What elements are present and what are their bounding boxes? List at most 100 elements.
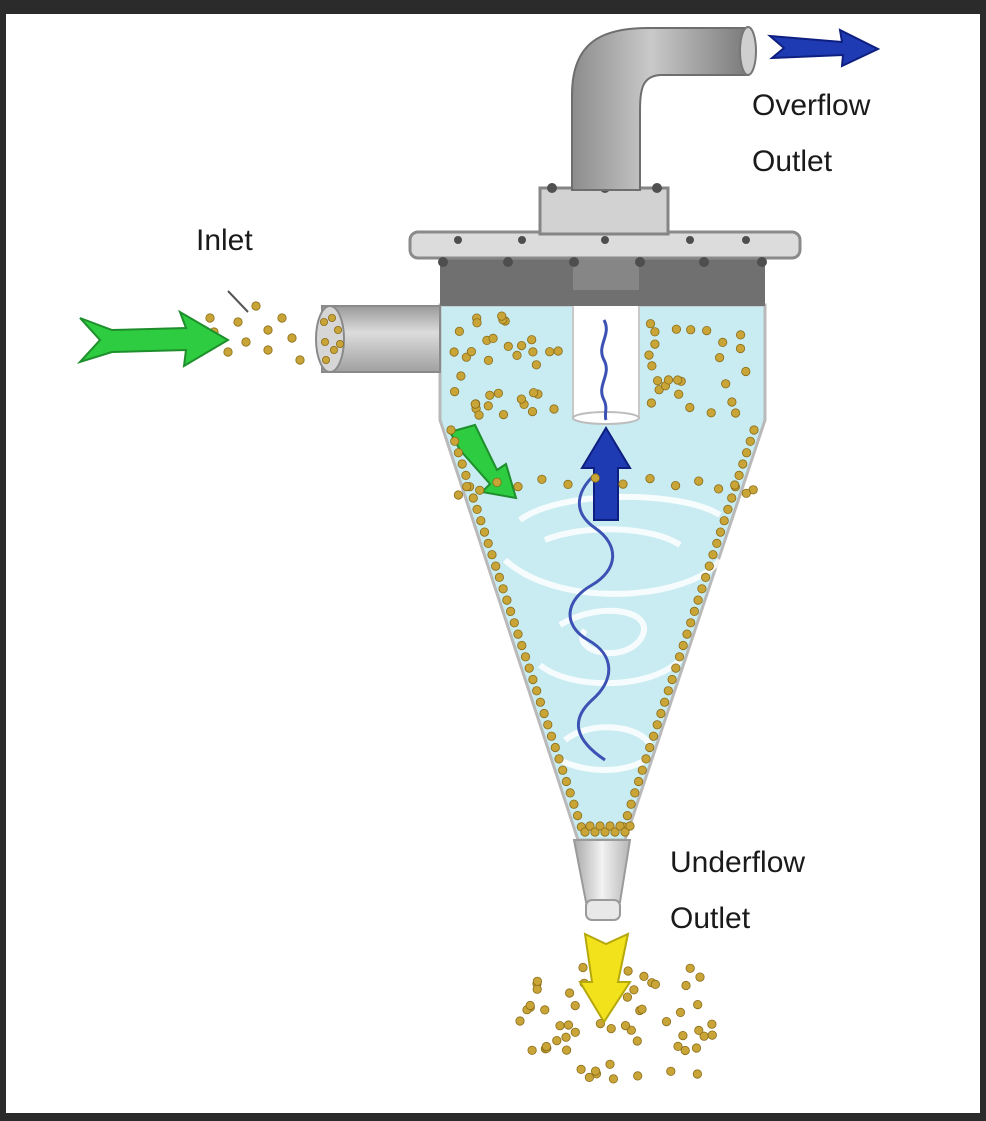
particle-dot [527,406,538,417]
particle-dot [492,477,502,487]
particle-dot [578,962,588,973]
particle-dot [513,481,523,492]
particle-dot [645,742,655,753]
particle-dot [605,1059,615,1069]
particle-dot [671,324,682,334]
particle-dot [645,319,656,329]
particle-dot [546,731,557,741]
overflow-wave [600,319,608,421]
particle-dot [639,971,649,982]
particle-dot [472,504,482,514]
particle-dot [632,1036,642,1046]
blue-arrow-icon [767,28,881,68]
particle-dot [625,821,635,831]
particle-dot [528,347,538,357]
particle-dot [537,474,547,484]
blue-arrow-icon [580,426,632,521]
particle-dot [707,1019,717,1029]
particle-dot [487,550,497,560]
particle-dot [645,473,655,484]
particle-dot [695,972,705,982]
particle-dot [745,436,755,446]
particle-dot [483,355,494,365]
particle-dot [453,448,463,458]
particle-dot [585,821,595,831]
particle-dot [650,327,660,337]
particle-dot [531,360,542,370]
particle-dot [671,663,681,673]
particle-dot [673,1041,683,1052]
particle-dot [525,1000,535,1011]
particle-dot [205,313,215,323]
particle-dot [223,347,233,357]
particle-dot [667,674,677,685]
particle-dot [552,1036,562,1046]
particle-dot [494,572,504,583]
particle-dot [545,347,555,357]
particle-dot [691,1043,702,1053]
particle-dot [488,333,498,343]
overflow-label-line2: Outlet [752,145,833,178]
particle-dot [704,561,714,571]
particle-dot [540,1005,550,1015]
particle-dot [590,1066,601,1076]
overflow-pipe-mouth [739,26,757,76]
particle-dot [563,479,573,489]
particle-dot [681,980,691,991]
particle-dot [678,1031,688,1041]
particle-dot [670,480,681,491]
particle-dot [558,765,568,775]
particle-dot [539,708,549,719]
particle-dot [528,674,538,685]
particle-dot [321,355,330,364]
overflow-pipe [571,27,749,191]
particle-dot [263,325,273,335]
particle-dot [656,708,666,719]
particle-dot [555,1021,565,1031]
particle-dot [532,976,543,986]
particle-dot [741,488,751,498]
particle-dot [483,401,493,411]
particle-dot [721,379,731,389]
particle-dot [622,810,633,821]
particle-dot [697,584,707,594]
particle-dot [686,618,696,628]
particle-dot [472,318,482,328]
particle-dot [694,1025,704,1036]
particle-dot [524,663,534,673]
particle-dot [233,317,243,327]
particle-dot [570,1027,580,1037]
particle-dot [277,313,287,323]
particle-dot [483,538,493,549]
particle-dot [456,371,466,381]
particle-dot [707,1030,717,1040]
particle-dot [474,410,484,420]
particle-dot [605,821,615,831]
particle-dot [629,985,639,995]
particle-dot [712,538,722,549]
particle-dot [600,827,610,837]
underflow-nozzle [572,839,632,903]
particle-dot [319,317,328,326]
particle-dot [475,485,485,495]
particle-dot [502,595,512,605]
particle-dot [714,352,725,363]
particle-dot [543,720,553,730]
particle-dot [661,1016,672,1027]
particle-dot [610,827,620,837]
particle-dot [320,337,329,346]
particle-dot [618,479,628,489]
underflow-label-line2: Outlet [670,902,751,935]
particle-dot [493,388,503,398]
particle-dot [498,409,509,420]
particle-dot [708,550,718,560]
particle-dot [527,335,537,345]
particle-dot [692,1069,703,1079]
particle-dot [333,325,342,334]
vortex-finder [572,289,640,419]
particle-dot [491,561,501,571]
particle-dot [516,340,527,351]
particle-dot [516,394,527,404]
particle-dot [620,827,630,837]
